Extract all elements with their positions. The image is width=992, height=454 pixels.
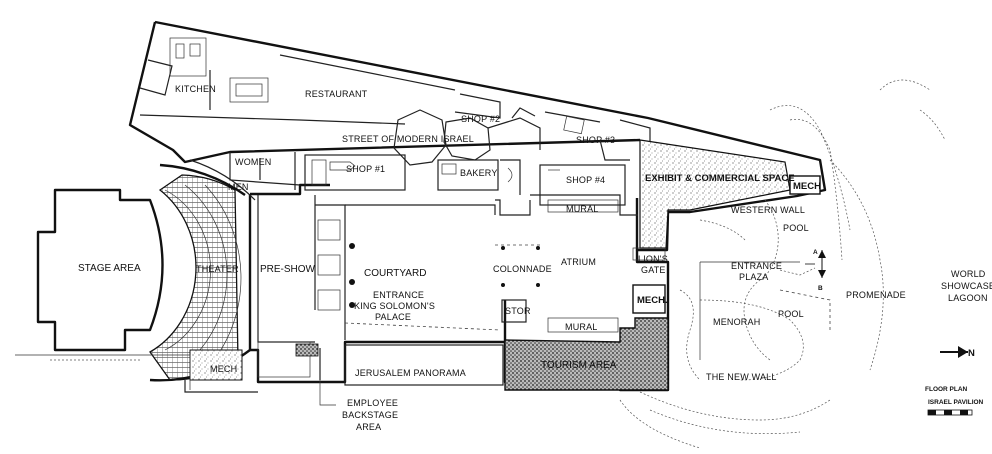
backstage-label-1: EMPLOYEE: [347, 398, 398, 408]
lagoon-label-2: SHOWCASE: [941, 281, 992, 291]
mech-mid-label: MECH.: [637, 295, 668, 306]
courtyard-label: COURTYARD: [364, 268, 426, 279]
section-a-label: A: [813, 249, 818, 256]
pre-show: [257, 195, 321, 380]
shop-row: [229, 139, 630, 213]
restaurant-label: RESTAURANT: [305, 89, 368, 99]
courtyard: [315, 204, 501, 340]
north-wing: [139, 37, 651, 166]
backstage-leader-line: [319, 380, 336, 406]
entrance-ksp-label-2: KING SOLOMON'S: [354, 301, 435, 311]
new-wall-label: THE NEW WALL: [706, 372, 777, 382]
menorah-label: MENORAH: [713, 317, 760, 327]
exhibit-area-fill: [639, 139, 791, 249]
stage-area: [36, 188, 164, 352]
jerusalem-panorama-label: JERUSALEM PANORAMA: [355, 368, 466, 378]
mural1-label: MURAL: [566, 204, 599, 214]
jerusalem-panorama: [344, 344, 504, 386]
building-outline: [128, 20, 827, 392]
atrium-label: ATRIUM: [561, 257, 596, 267]
kitchen-label: KITCHEN: [175, 84, 216, 94]
lions-gate-label-1: LION'S: [638, 254, 668, 264]
men-label: MEN: [228, 182, 249, 192]
backstage-label-3: AREA: [356, 422, 381, 432]
lions-gate-label-2: GATE: [641, 265, 666, 275]
stage-area-label: STAGE AREA: [78, 263, 141, 274]
western-wall-label: WESTERN WALL: [731, 205, 805, 215]
shop1-label: SHOP #1: [346, 164, 385, 174]
street-label: STREET OF MODERN ISRAEL: [342, 134, 474, 144]
entrance-ksp-label-1: ENTRANCE: [373, 290, 424, 300]
north-label: N: [968, 348, 975, 359]
section-b-label: B: [818, 285, 823, 292]
theater-label: THEATER: [196, 264, 239, 274]
lagoon-label-1: WORLD: [951, 269, 986, 279]
pool2-label: POOL: [778, 309, 804, 319]
stor-label: STOR: [505, 306, 531, 316]
mural2-label: MURAL: [565, 322, 598, 332]
promenade-label: PROMENADE: [846, 290, 906, 300]
pre-show-label: PRE-SHOW: [260, 264, 316, 275]
backstage-label-2: BACKSTAGE: [342, 410, 398, 420]
shop2-label: SHOP #2: [461, 114, 500, 124]
colonnade-atrium: [495, 194, 666, 333]
section-marker: A B: [805, 249, 826, 292]
colonnade-label: COLONNADE: [493, 264, 552, 274]
caption-line-2: ISRAEL PAVILION: [928, 399, 984, 406]
pool1-label: POOL: [783, 223, 809, 233]
theater: [149, 159, 258, 393]
shop3-label: SHOP #3: [576, 135, 615, 145]
tourism-area-label: TOURISM AREA: [541, 360, 617, 371]
landscape: [50, 79, 946, 449]
north-arrow: N: [940, 346, 975, 359]
tourism-area-fill: [504, 317, 669, 391]
bakery-label: BAKERY: [460, 168, 498, 178]
lagoon-label-3: LAGOON: [948, 293, 988, 303]
exhibit-label: EXHIBIT & COMMERCIAL SPACE: [645, 173, 795, 184]
caption-line-1: FLOOR PLAN: [925, 386, 968, 393]
scale-bar: [927, 409, 973, 416]
women-label: WOMEN: [235, 157, 272, 167]
entrance-plaza-label-2: PLAZA: [739, 272, 769, 282]
mech-bottom-label: MECH: [210, 364, 237, 374]
mech-top-label: MECH: [793, 181, 821, 192]
mech-top-box: [789, 175, 821, 195]
entrance-ksp-label-3: PALACE: [375, 312, 411, 322]
shop4-label: SHOP #4: [566, 175, 605, 185]
entrance-plaza-label-1: ENTRANCE: [731, 261, 782, 271]
